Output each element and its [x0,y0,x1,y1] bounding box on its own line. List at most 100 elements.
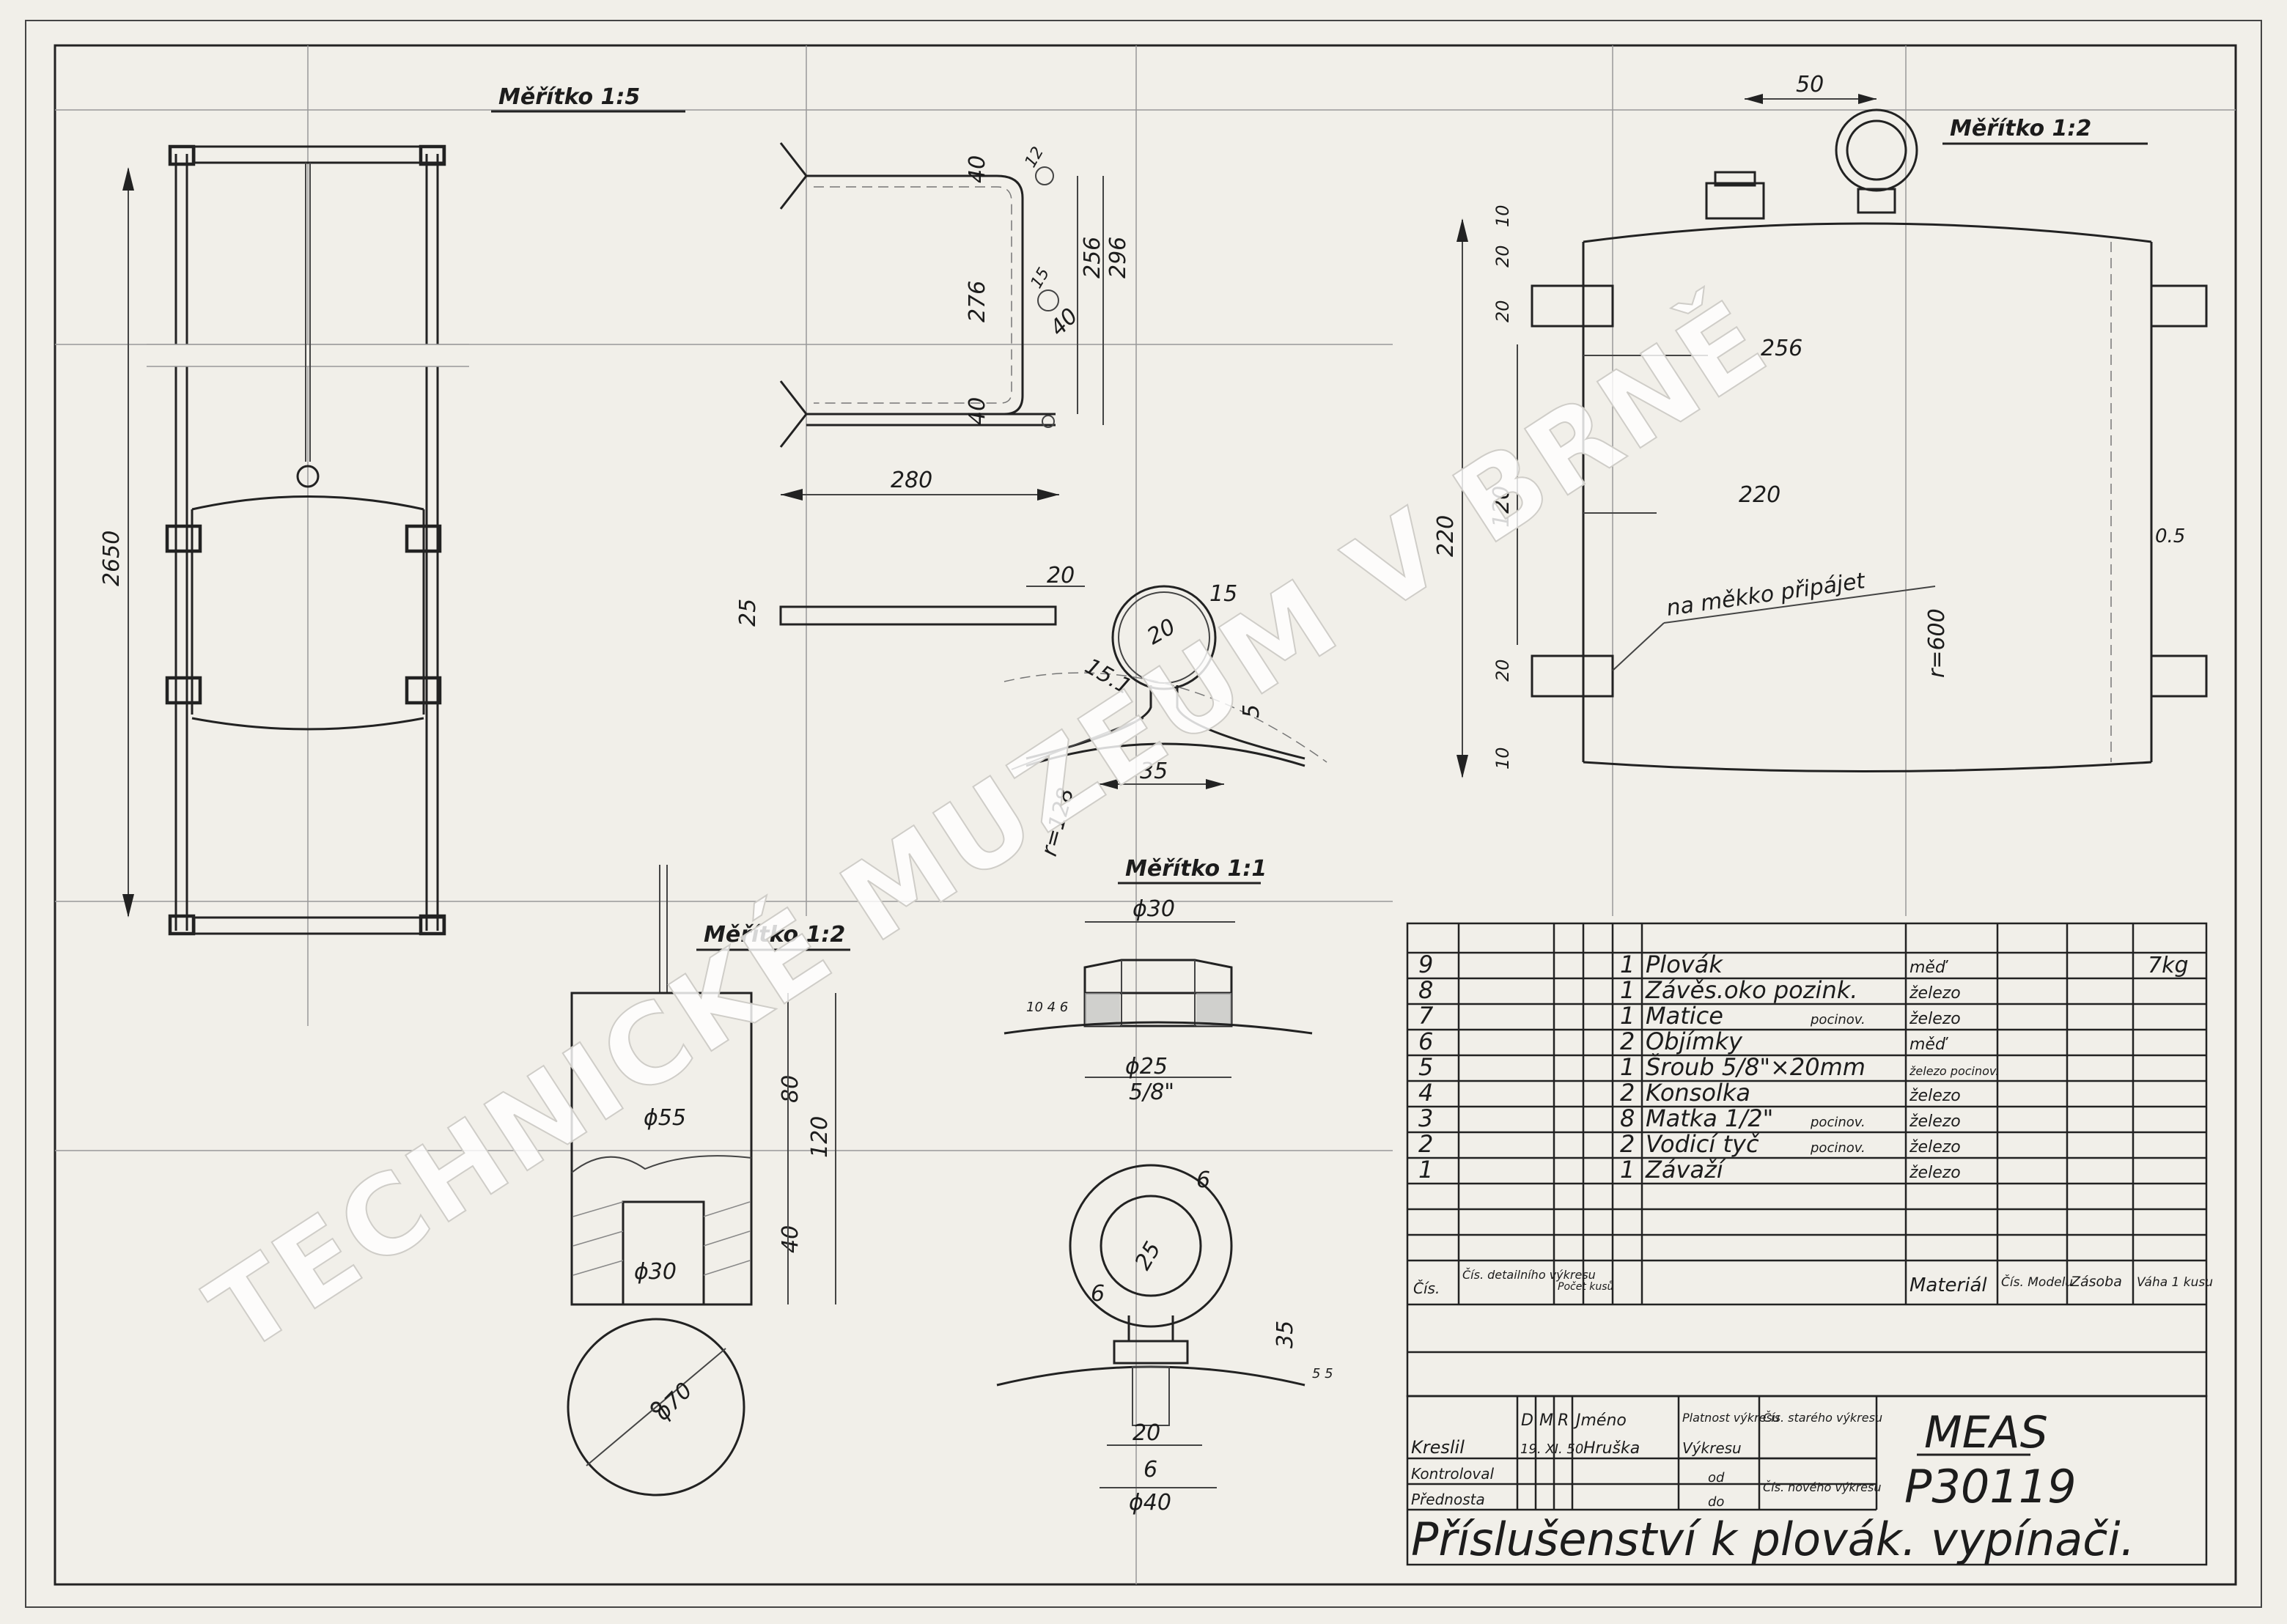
row-number: 3 [1418,1104,1433,1132]
row-name: Plovák [1646,951,1723,978]
row-material: měď [1909,1036,1949,1054]
title-block: Kreslil Kontroloval Přednosta D M R Jmén… [1406,1395,2208,1566]
weight-view: Měřítko 1:2 ϕ55 ϕ30 80 120 40 ϕ70 [567,865,850,1496]
construction-lines [55,45,2236,1584]
row-qty: 2 [1620,1130,1635,1158]
dim-0.5: 0.5 [2155,525,2185,547]
dim-25: 25 [735,599,761,627]
row-number: 2 [1418,1130,1433,1158]
dim-50: 50 [1796,72,1824,97]
row-qty: 2 [1620,1027,1635,1055]
row-name: Konsolka [1646,1079,1750,1107]
tb-platnost-v: Výkresu [1682,1439,1742,1457]
row-material: železo [1909,1164,1961,1182]
row-name: Objímky [1646,1027,1743,1055]
row-qty: 1 [1620,1156,1635,1184]
row-material: železo [1909,1087,1961,1105]
row-name: Závaží [1645,1156,1726,1184]
tb-date: 19. XI. 50 [1520,1442,1583,1457]
dim-5-8-inch: 5/8" [1129,1079,1174,1105]
row-number: 7 [1418,1002,1434,1030]
dim-phi25: ϕ25 [1125,1054,1168,1079]
dim-phi30-nut: ϕ30 [1133,896,1175,922]
row-material: železo [1909,1112,1961,1131]
tb-stary: Čís. starého výkresu [1763,1411,1882,1425]
row-material: měď [1909,959,1949,977]
dim-5: 5 [1239,704,1264,718]
header-detail: Čís. detailního výkresu [1462,1268,1596,1282]
row-number: 1 [1418,1156,1433,1184]
dim-eye-small: 5 5 [1312,1366,1333,1381]
tb-company: MEAS [1924,1407,2048,1458]
header-zasoba: Zásoba [2070,1274,2122,1290]
dim-6-eye-c: 6 [1144,1457,1157,1483]
row-material: železo [1909,1138,1961,1156]
dim-35-eye: 35 [1273,1321,1298,1348]
table-row: 1 1 Závaží železo [1418,1156,1961,1184]
row-number: 6 [1418,1027,1433,1055]
row-number: 8 [1418,976,1433,1004]
dim-10-float-a: 10 [1492,204,1513,227]
dim-20-strip: 20 [1047,563,1075,588]
header-model: Čís. Modelu [2001,1274,2073,1290]
dim-276: 276 [965,281,990,322]
dim-40-top: 40 [965,155,990,183]
row-note: pocinov. [1810,1012,1866,1027]
tb-platnost: Platnost výkresu [1682,1411,1780,1425]
dim-35-clamp: 35 [1140,759,1168,784]
tb-m: M [1539,1411,1553,1430]
tb-drawing-no: P30119 [1904,1460,2077,1513]
row-note: pocinov. [1810,1140,1866,1156]
dim-6-eye-b: 6 [1091,1281,1105,1307]
tb-novy: Čís. nového výkresu [1763,1480,1881,1494]
row-note: pocinov. [1810,1115,1866,1130]
dim-220-outer: 220 [1433,515,1459,557]
tb-do: do [1708,1494,1724,1510]
table-headers: Čís. Čís. detailního výkresu Počet kusů … [1413,1268,2213,1297]
dim-20-eye: 20 [1133,1420,1160,1446]
row-name: Závěs.oko pozink. [1645,976,1857,1004]
dim-20-float-a: 20 [1492,245,1513,267]
dim-20-float-b: 20 [1492,300,1513,322]
dim-40-weight: 40 [778,1225,803,1253]
dim-296: 296 [1105,237,1131,278]
row-name: Šroub 5/8"×20mm [1646,1052,1866,1081]
drawing-border [54,44,2237,1586]
dim-phi30-weight: ϕ30 [634,1259,677,1285]
dim-280: 280 [891,468,932,493]
row-number: 5 [1418,1053,1433,1081]
row-material: železo [1909,1010,1961,1028]
row-qty: 1 [1620,951,1635,978]
assembly-view: Měřítko 1:5 [99,84,685,936]
header-vaha: Váha 1 kusu [2137,1275,2213,1290]
scale-label-3: Měřítko 1:1 [1125,856,1267,882]
row-number: 9 [1418,951,1433,978]
scale-label-4: Měřítko 1:2 [704,922,845,948]
dim-2650: 2650 [99,531,125,586]
row-qty: 1 [1620,976,1635,1004]
tb-od: od [1708,1470,1725,1485]
row-name: Matka 1/2" [1646,1104,1773,1132]
header-material: Materiál [1909,1274,1987,1296]
tb-jmeno: Jméno [1573,1411,1627,1430]
row-weight: 7kg [2148,953,2189,978]
dim-10-float-b: 10 [1492,747,1513,769]
table-row: 9 1 Plovák měď 7kg [1418,951,2189,978]
dim-r600: r=600 [1924,608,1950,678]
row-qty: 1 [1620,1053,1635,1081]
scale-label-2: Měřítko 1:2 [1950,116,2091,141]
nut-view: Měřítko 1:1 ϕ30 ϕ25 5/8" 10 4 6 [1003,856,1313,1105]
tb-r: R [1558,1411,1569,1430]
row-qty: 1 [1620,1002,1635,1030]
dim-nut-small: 10 4 6 [1026,1000,1068,1015]
dim-6-eye-a: 6 [1196,1167,1210,1193]
table-row: 6 2 Objímky měď [1418,1027,1949,1055]
